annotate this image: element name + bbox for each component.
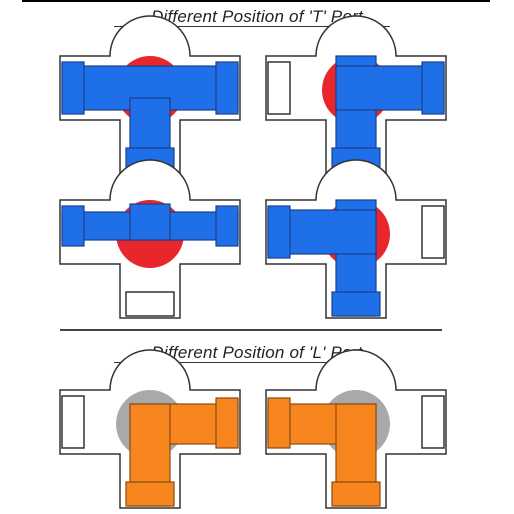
flow-path-l [125,397,239,507]
l-port-title: Different Position of 'L' Port [151,343,363,362]
t-port-title-underline [114,26,390,27]
l-port-valve-2 [265,349,447,509]
t-port-valve-4 [265,159,447,319]
flow-path-l [267,397,381,507]
l-port-valve-1 [59,349,241,509]
flow-path-t [331,55,445,173]
t-port-title: Different Position of 'T' Port [151,7,363,26]
t-port-valve-3 [59,159,241,319]
section-divider [60,329,442,331]
flow-path-t [61,203,239,247]
t-port-valve-1 [59,15,241,175]
flow-path-t [61,61,239,173]
flow-path-t [267,199,381,317]
l-port-title-underline [114,362,384,363]
t-port-valve-2 [265,15,447,175]
top-border-line [22,0,490,2]
